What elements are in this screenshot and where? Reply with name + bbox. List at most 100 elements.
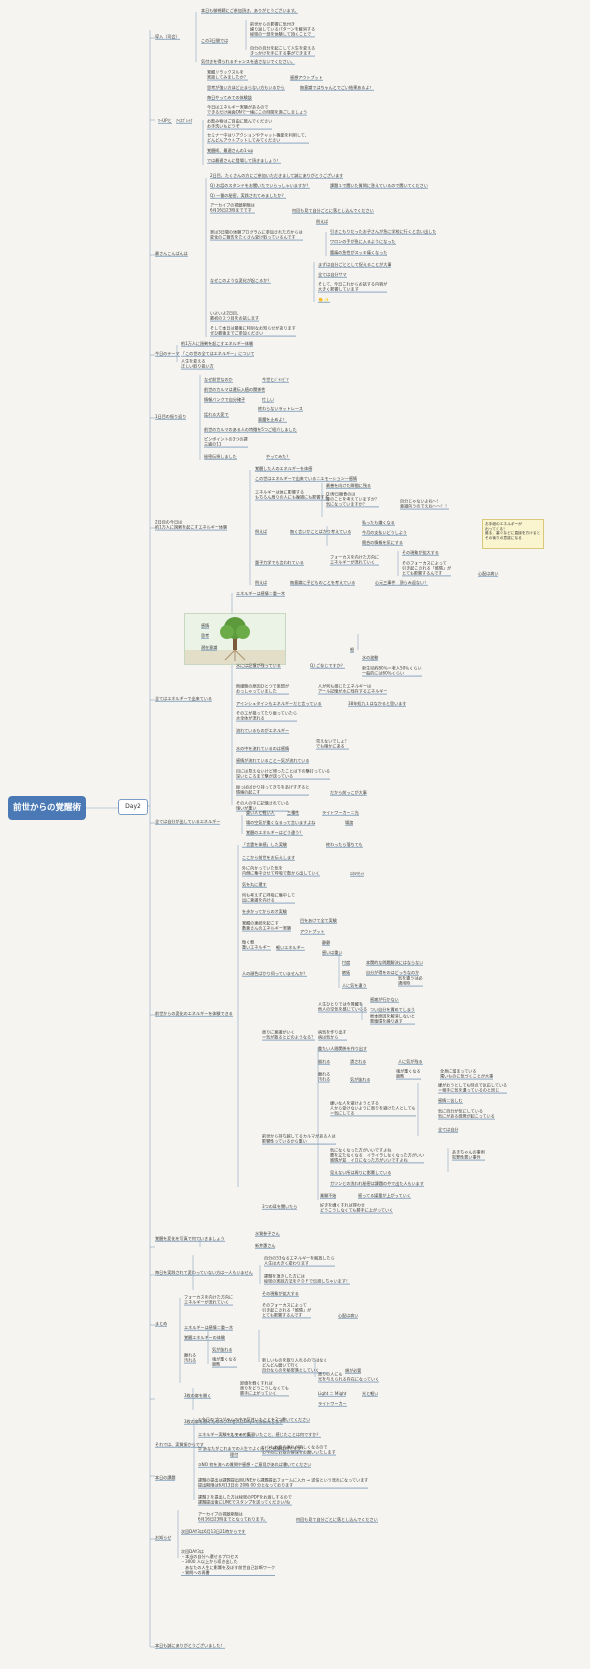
node-summary-dirty[interactable]: 離れる 汚れる — [184, 1352, 197, 1365]
node-today-example-worry-b[interactable]: 今月の支払いどうしよう — [362, 529, 408, 536]
node-homework-2[interactable]: エネルギー実験をしてみて気づいたこと、感じたことは何ですか？ — [198, 1431, 321, 1438]
node-change-around-crushed[interactable]: 潰される — [350, 1058, 367, 1065]
node-change-face-care[interactable]: 人に気を遣う — [342, 982, 367, 989]
node-today-example-worry[interactable]: 無く言いかことばかり考えている — [290, 528, 352, 535]
node-homework[interactable]: 本日の課題 — [155, 1474, 176, 1481]
node-greeting-why-self[interactable]: 全ては自分サマ — [318, 271, 347, 278]
node-review-features[interactable]: 前世のカルマのある人の特徴を5つご紹介しました — [204, 426, 297, 433]
node-change-walk[interactable]: を歩かってからのオ実験 — [242, 908, 287, 915]
node-change-around-dirty-a[interactable]: 気が抜れる — [350, 1076, 371, 1083]
node-review-why[interactable]: なぜ前世なのか — [204, 376, 233, 383]
node-closing[interactable]: 本日も誠にありがとうございました！ — [155, 1642, 225, 1649]
node-energy-cell[interactable]: 無細胞の原因ひとつで思想が おっしゃっていました — [236, 683, 289, 696]
node-greeting-day2[interactable]: いよいよ2日目、 最初の２つ目をお話します — [210, 310, 260, 323]
node-energy-water[interactable]: 水には記憶が残っている — [236, 662, 281, 669]
node-change-heavy[interactable]: 微く軽 重いエネルギー — [242, 939, 271, 952]
node-practice-b[interactable]: 課題を頂きした方には 秘密の実践方法をＰＤＦで伝授しちゃいます！ — [264, 1273, 350, 1286]
node-change-around-alone-a[interactable]: 感謝が行かない — [370, 996, 399, 1003]
node-change-karma-invisible[interactable]: 見えない所は周りに影響している — [330, 1169, 392, 1176]
node-intro[interactable]: 導入（司会） — [155, 33, 180, 40]
node-energy[interactable]: 全てはエネルギーで出来ている — [155, 695, 212, 702]
node-change-karma-avoid[interactable]: 嫌いな人を避けようとする 人から受けないように周りを避けた人としても ＝気にして… — [330, 1100, 416, 1117]
node-theme-energy[interactable]: 約1万人に過剰を起こすエネルギー体験 — [181, 340, 254, 347]
node-energy-einstein[interactable]: アインシュタインもエネルギーだと言っている — [236, 700, 322, 707]
node-homework-3[interactable]: ② あなたがこれまでの人生でよく感じた感情は何ですか？ — [198, 1445, 306, 1452]
node-today-quantum-emotion[interactable]: そのフォーカスによって 引き起こされる「感情」が とても影響するんです — [402, 560, 452, 577]
node-summary-doors[interactable]: 3枚の扉を開く — [184, 1392, 212, 1399]
node-self-energy-air[interactable]: 場の空気が重くなるって言いますよね — [246, 819, 316, 826]
node-review-why-a[interactable]: 今世とｼﾞﾃﾝﾋﾟｱ — [262, 376, 289, 383]
node-today-body[interactable]: エネルギーは体に影響する もちろん周りの人にも複雑にも影響する — [255, 489, 329, 502]
node-summary-tree[interactable]: エネルギーは感情＝重ー木 — [184, 1324, 234, 1331]
node-change-karma[interactable]: 前世から持ち越してるカルマがある人は 影響性っているから重い — [262, 1133, 336, 1146]
node-change-around-alone-c[interactable]: 根本原因を解消しないと 悪循環を繰り返す — [370, 1013, 416, 1026]
node-greeting-q-secret[interactable]: Q) 一番の秘密、実践されてみましたか？ — [210, 192, 286, 199]
node-energy-emotion-tree[interactable]: エネルギーは感情＝重ー木 — [236, 590, 286, 597]
node-greeting-example[interactable]: 例えば — [316, 218, 329, 225]
node-change-chain-open[interactable]: 目をあけて全て実験 — [300, 917, 337, 924]
node-icebreak[interactable]: ﾂｰUPと — [158, 117, 172, 124]
node-icebreak-relax-output[interactable]: 感想アウトプット — [290, 74, 323, 81]
node-today-example2-child[interactable]: 無意識に子どものことを考えている — [290, 579, 356, 586]
node-today-quantum-expand[interactable]: その現象が拡大する — [402, 549, 439, 556]
node-today-quantum-worry[interactable]: 心配は病い — [478, 570, 499, 577]
node-intro-3days[interactable]: この3日間では — [201, 37, 229, 44]
node-photos-a[interactable]: 水質参子さん — [255, 1230, 280, 1237]
node-greeting-why[interactable]: なぜこのような変化が起こるか？ — [210, 277, 272, 284]
node-today-feel[interactable]: 覚醒した人のエネルギーを体感 — [255, 465, 313, 472]
node-homework-1[interactable]: ①今日のプログラムの中で気付いたことを2つ書いてください — [198, 1416, 311, 1423]
node-self-energy-air-a[interactable]: 場渡 — [345, 819, 354, 826]
node-greeting-thanks[interactable]: 2日目、たくさんの方にご参加いただきまして誠にありがとうございます — [210, 172, 344, 179]
node-summary-dirty-b[interactable]: 魂が重くなる 腐敗 — [212, 1356, 237, 1369]
node-greeting-example-c[interactable]: 腰痛の急性がスッキ痛くなった — [330, 249, 388, 256]
node-self-energy-lightworker[interactable]: ライトワーカー＝光 — [322, 809, 359, 816]
node-today-example[interactable]: 例えば — [255, 528, 268, 535]
node-summary-doors-a[interactable]: 卸値を軽くすれば 周りをどうこうしなくても 勝手に上がっていく — [240, 1380, 289, 1397]
node-change-focus[interactable]: 何も考えずに呼吸に集中して 出に意識を向ける — [242, 892, 296, 905]
node-icebreak-reaction[interactable]: セミナー中はリアクションやチャット機能を利用して、 どんどんアウトプットしてみて… — [207, 132, 309, 145]
node-today-example-worry-a[interactable]: 私ったも嫌くなる — [362, 519, 395, 526]
node-change-face-jealousy[interactable]: 嫉妬 — [342, 969, 351, 976]
node-intro-chance[interactable]: 気付きを得られるチャンスを逃さないでください。 — [201, 58, 295, 65]
node-today[interactable]: 2日目の今日は 約1万人に過剰を起こすエネルギー体験 — [155, 519, 228, 532]
node-today-example-worry-c[interactable]: 競合の情報を気にする — [362, 539, 403, 546]
node-icebreak-screen-on[interactable]: 今日はエネルギー実験があるので できるだけ画面ONで一緒にこの時間を過ごしましょ… — [207, 104, 308, 117]
node-summary-doors-a2[interactable]: Light ＝ Might — [318, 1390, 347, 1397]
node-change-around-dirty-c[interactable]: 全身に溜まっている 濁いものに気づくことが大事 — [440, 1068, 494, 1081]
node-summary-focus-c[interactable]: 心配は病い — [338, 1312, 359, 1319]
node-change-3doors[interactable]: 3つの耳を聞いたら — [262, 1203, 298, 1210]
node-summary-dirty-d[interactable]: 順が必要 — [345, 1367, 362, 1374]
node-today-emotion[interactable]: この世はエネルギーで出来ている＝エモーション一感情 — [255, 475, 358, 482]
node-change-karma-avoid-a[interactable]: 嫌がおうとしても時点で反応している ＝相手に気を遣っているのと同じ — [438, 1082, 508, 1095]
node-change-karma-better-case[interactable]: あきちゃんの事例 犯罪性悪い事件 — [452, 1149, 485, 1162]
node-change-face-sontaku-a[interactable]: 本関的な問題解決にはならない — [366, 959, 424, 966]
node-summary-focus-a[interactable]: その現象が拡大する — [262, 1290, 299, 1297]
node-icebreak-daily[interactable]: 毎日やってみての体験談 — [207, 94, 252, 101]
node-icebreak-thinking-result[interactable]: 無意識ではちゃんとでごい結果あるよ！ — [300, 84, 374, 91]
node-self-energy[interactable]: 全ては自分が出しているエネルギー — [155, 818, 221, 825]
node-change-3doors-b[interactable]: 好きを嫌くすれば得わせ どうこうしなくても勝手に上がっていく — [320, 1202, 394, 1215]
node-theme[interactable]: 今日のテーマ — [155, 350, 180, 357]
node-today-body-q[interactable]: Q)寿日頼食のは 誰のことを考えていますか？ 気になっていますか？ — [326, 491, 380, 508]
node-change-face-sontaku[interactable]: 忖度 — [342, 959, 351, 966]
node-change-chain[interactable]: 覚醒の連続を起こす 敷意さんのエネルギー実験 — [242, 920, 292, 933]
node-energy-invisible[interactable]: 目には見えないけど帰ったことは下の撃打っている 深いところまで撃が送っている — [236, 768, 330, 781]
node-intro-3days-a[interactable]: 前世からの影響に気付き 繰り返しているパターンを解消する 秘密の一部を体験して頂… — [250, 21, 316, 38]
node-summary-dirty-c[interactable]: 新しいものを取り入れるのではなく どんどん磨いて行く 自分ならのを秘密落としてい… — [262, 1357, 328, 1374]
node-change-face[interactable]: 人の顔色ばかり伺っていませんか？ — [242, 970, 308, 977]
node-review-secret[interactable]: 秘密伝授しました — [204, 453, 237, 460]
node-greeting[interactable]: 最さんこんばんは — [155, 250, 188, 257]
node-notice-contents[interactable]: 次回DAY3は ・本当の自分へ還せるプロセス ・3000 人以上から導き出した … — [181, 1548, 276, 1576]
node-today-body-a2[interactable]: 自分じゃないよね〜！ 意識向うのでえね〜〜！！ — [400, 498, 450, 511]
node-change-breath[interactable]: 外に向かっていた気を 内側に集中させて呼吸で数から出していく — [242, 865, 320, 878]
node-change-face-jealousy-a[interactable]: 自分が得をのはどっちなのか — [366, 969, 420, 976]
node-icebreak-relax[interactable]: 覚醒リラックスルを 実践してみましたか？ — [207, 69, 248, 82]
node-practice-a[interactable]: 自分の53なるエネルギーを解放したら 人生は大きく変わります — [264, 1255, 335, 1268]
node-photos[interactable]: 覚醒を変化を写真で何ていきましょう — [155, 1235, 225, 1242]
node-summary-doors-a4[interactable]: ライトワーカー — [318, 1400, 347, 1407]
node-greeting-archive[interactable]: アーカイブの視聴期限は 6月16日23時までです — [210, 202, 255, 215]
node-energy-flowing[interactable]: 流れているものがエネルギー — [236, 727, 290, 734]
node-energy-einstein-a[interactable]: 38年処九１はなかると思います — [348, 700, 407, 707]
node-start-reason-a[interactable]: いつもお疲の連れが新しくなるので お早めにお取の確保をお願いいたします — [262, 1444, 336, 1457]
node-change-around-relation[interactable]: 重たい人間関係を作り出す — [318, 1045, 368, 1052]
